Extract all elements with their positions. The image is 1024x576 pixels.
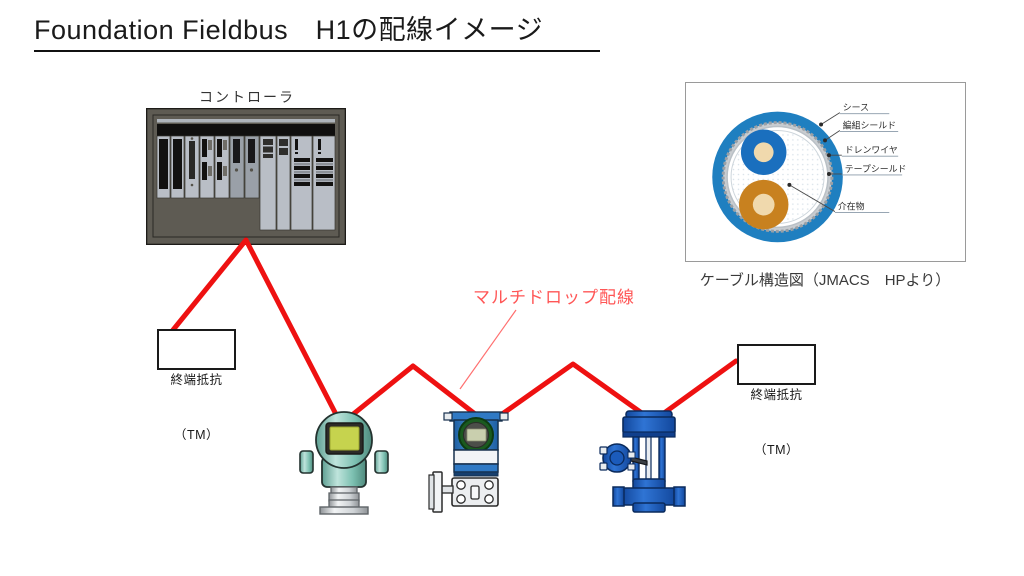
terminator-box-left: 終端抵抗 （TM） [157,329,236,442]
controller-label: コントローラ [199,89,295,105]
cable-label-braid: 編組シールド [843,119,896,130]
cable-structure-figure: シース 編組シールド ドレンワイヤ テープシールド 介在物 [685,82,966,262]
page-title: Foundation Fieldbus H1の配線イメージ [34,15,544,45]
cable-label-sheath: シース [843,103,869,113]
terminator-right-line2: （TM） [753,442,800,457]
cable-label-tape-shield: テープシールド [845,164,907,174]
annotation-leader-line [459,309,517,390]
terminator-left-line1: 終端抵抗 [170,373,223,388]
title-underline [34,50,600,52]
terminator-box-right: 終端抵抗 （TM） [737,344,816,457]
terminator-right-line1: 終端抵抗 [750,388,803,403]
control-valve-icon [599,410,686,513]
cable-figure-caption: ケーブル構造図（JMACS HPより） [699,272,951,289]
pressure-transmitter-icon [299,411,389,515]
terminator-left-line2: （TM） [173,427,220,442]
cable-label-drain-wire: ドレンワイヤ [845,145,898,155]
cable-label-filler: 介在物 [838,201,865,212]
cable-cross-section-image: シース 編組シールド ドレンワイヤ テープシールド 介在物 [712,103,907,243]
multidrop-annotation: マルチドロップ配線 [473,288,635,307]
dp-transmitter-icon [428,411,509,513]
controller-rack-image [146,108,346,245]
